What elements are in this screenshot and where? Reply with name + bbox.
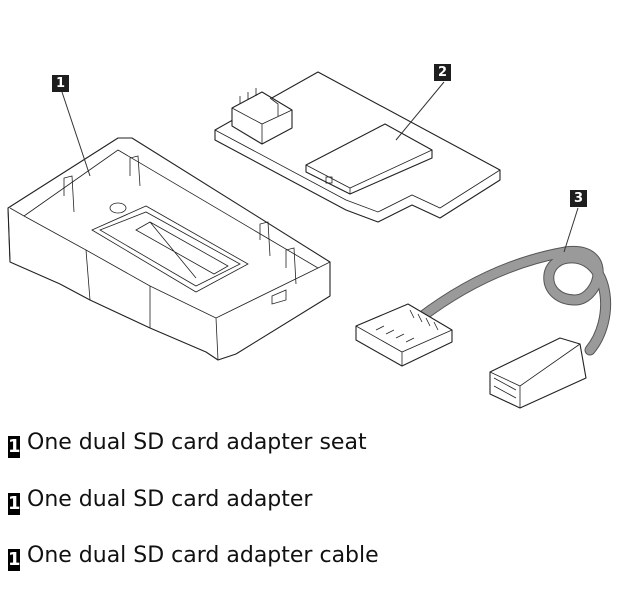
sd-card-adapter-board — [214, 71, 501, 223]
callout-3-leader — [563, 207, 579, 253]
callout-2: 2 — [434, 64, 451, 81]
parts-list-item-label: One dual SD card adapter seat — [27, 430, 367, 455]
parts-illustration: 1 2 3 — [7, 64, 612, 409]
callout-3: 3 — [570, 190, 587, 207]
callout-1: 1 — [52, 75, 69, 92]
parts-list-item: 1 One dual SD card adapter seat — [8, 428, 367, 458]
quantity-badge: 1 — [8, 493, 21, 515]
parts-drawing — [7, 71, 612, 409]
parts-list-item-label: One dual SD card adapter cable — [27, 543, 379, 568]
parts-list-item: 1 One dual SD card adapter — [8, 485, 312, 515]
quantity-badge: 1 — [8, 436, 21, 458]
parts-list-item-label: One dual SD card adapter — [27, 487, 313, 512]
quantity-badge: 1 — [8, 549, 21, 571]
parts-list-item: 1 One dual SD card adapter cable — [8, 541, 379, 571]
callout-2-leader — [395, 81, 445, 141]
sd-card-adapter-seat — [7, 137, 331, 361]
callout-1-leader — [61, 91, 91, 177]
sd-card-adapter-cable — [355, 245, 612, 409]
